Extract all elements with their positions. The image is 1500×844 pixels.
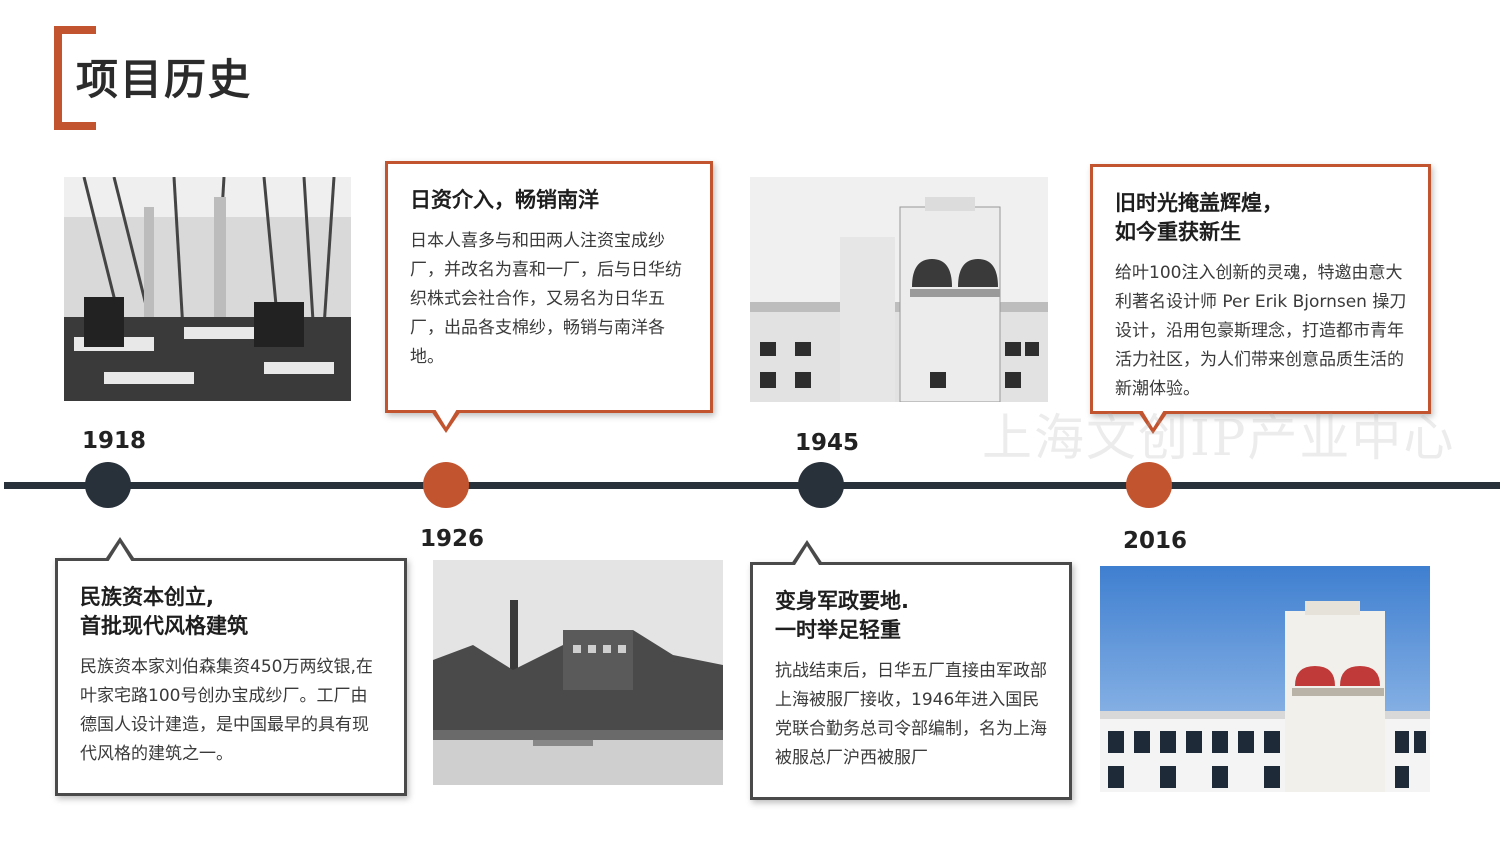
card-2016-body: 给叶100注入创新的灵魂，特邀由意大利著名设计师 Per Erik Bjorns…: [1115, 263, 1407, 399]
card-1945-pointer-fill: [795, 546, 819, 565]
card-1945-body: 抗战结束后，日华五厂直接由军政部上海被服厂接收，1946年进入国民党联合勤务总司…: [775, 661, 1047, 768]
year-label-1945: 1945: [795, 430, 860, 456]
card-1918-pointer-fill: [108, 543, 132, 562]
timeline-dot-2016: [1126, 462, 1172, 508]
card-1926-pointer-fill: [435, 409, 457, 427]
card-1945-title-line-1: 变身军政要地.: [775, 589, 909, 613]
card-1918: 民族资本创立, 首批现代风格建筑 民族资本家刘伯森集资450万两纹银,在叶家宅路…: [55, 558, 407, 796]
photo-2016-restored-tower: [1100, 566, 1430, 792]
photo-1926-riverside-factory: [433, 560, 723, 785]
timeline-dot-1918: [85, 462, 131, 508]
card-1945-title-line-2: 一时举足轻重: [775, 618, 901, 642]
title-bracket: [54, 26, 96, 130]
year-label-2016: 2016: [1123, 528, 1188, 554]
timeline-line: [4, 482, 1500, 489]
watermark-text: 上海文创IP产业中心: [982, 409, 1456, 467]
card-2016-title-line-1: 旧时光掩盖辉煌，: [1115, 191, 1283, 215]
year-label-1926: 1926: [420, 526, 485, 552]
card-2016-title: 旧时光掩盖辉煌， 如今重获新生: [1115, 189, 1408, 247]
photo-1945-tower-building: [750, 177, 1048, 402]
card-1918-body: 民族资本家刘伯森集资450万两纹银,在叶家宅路100号创办宝成纱厂。工厂由德国人…: [80, 657, 373, 764]
page-title: 项目历史: [76, 55, 253, 104]
photo-1918-factory-interior: [64, 177, 351, 401]
card-1945: 变身军政要地. 一时举足轻重 抗战结束后，日华五厂直接由军政部上海被服厂接收，1…: [750, 562, 1072, 800]
card-1945-title: 变身军政要地. 一时举足轻重: [775, 587, 1049, 645]
card-2016: 旧时光掩盖辉煌， 如今重获新生 给叶100注入创新的灵魂，特邀由意大利著名设计师…: [1090, 164, 1431, 414]
card-1918-title-line-2: 首批现代风格建筑: [80, 614, 248, 638]
card-1926-title: 日资介入，畅销南洋: [410, 186, 690, 215]
card-1926-body: 日本人喜多与和田两人注资宝成纱厂，并改名为喜和一厂，后与日华纺织株式会社合作，又…: [410, 231, 682, 367]
card-1918-title-line-1: 民族资本创立,: [80, 585, 214, 609]
timeline-dot-1945: [798, 462, 844, 508]
card-1918-title: 民族资本创立, 首批现代风格建筑: [80, 583, 384, 641]
card-1926-title-line: 日资介入，畅销南洋: [410, 188, 599, 212]
card-2016-title-line-2: 如今重获新生: [1115, 220, 1241, 244]
year-label-1918: 1918: [82, 428, 147, 454]
timeline-dot-1926: [423, 462, 469, 508]
card-1926: 日资介入，畅销南洋 日本人喜多与和田两人注资宝成纱厂，并改名为喜和一厂，后与日华…: [385, 161, 713, 413]
card-2016-pointer-fill: [1142, 410, 1164, 428]
